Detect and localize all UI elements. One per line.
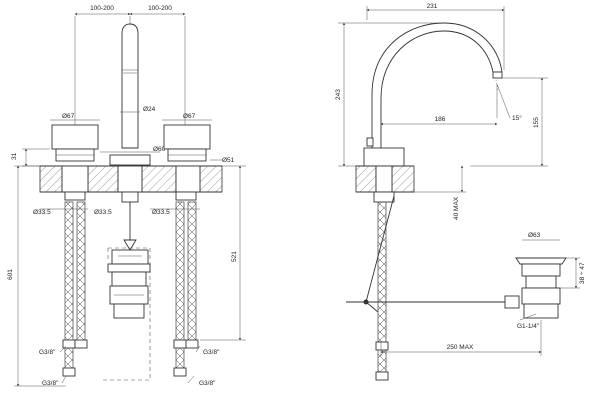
g38-left-lower: G3/8"	[42, 380, 59, 387]
dia-33-5-c: Ø33.5	[152, 209, 170, 216]
dim-38-47-label: 38 ÷ 47	[579, 262, 586, 284]
gooseneck-spout: 15°	[363, 22, 522, 167]
g38-right-upper: G3/8"	[203, 349, 220, 356]
dia-67-right-label: Ø67	[183, 113, 196, 120]
top-spacing-dimension: 100-200 100-200	[74, 5, 186, 125]
dim-521-label: 521	[231, 251, 238, 262]
center-pop-up-and-waste	[100, 202, 151, 381]
dim-155: 155	[470, 77, 548, 167]
dim-31-label: 31	[11, 152, 18, 160]
dim-243: 243	[335, 22, 440, 167]
g38-right-lower: G3/8"	[199, 380, 216, 387]
g38-left-upper: G3/8"	[39, 349, 56, 356]
spout-front: Ø24 Ø60	[100, 23, 166, 166]
dia-24-label: Ø24	[143, 106, 156, 113]
dim-231: 231	[366, 3, 505, 70]
dim-250-max-label: 250 MAX	[447, 344, 474, 351]
dim-40-max-label: 40 MAX	[453, 196, 460, 220]
dia-51-label: Ø51	[222, 157, 235, 164]
dia-60-label: Ø60	[153, 146, 166, 153]
dim-100-200-left: 100-200	[90, 5, 114, 12]
side-view: 231 243 15° 186	[335, 3, 586, 381]
dim-243-label: 243	[335, 89, 342, 100]
thread-labels-front: G3/8" G3/8" G3/8" G3/8"	[39, 345, 220, 387]
dia-33-5-labels: Ø33.5 Ø33.5 Ø33.5	[33, 208, 200, 216]
dim-601: 601	[7, 165, 66, 387]
dim-155-label: 155	[533, 117, 540, 128]
waste-side: Ø63 38 ÷ 47 G1-1/4"	[504, 232, 586, 330]
dia-67-left-label: Ø67	[62, 113, 75, 120]
front-view: 100-200 100-200 Ø24 Ø60 Ø67 Ø67	[7, 5, 246, 387]
right-hoses	[173, 201, 199, 377]
left-hoses	[62, 201, 88, 377]
dim-100-200-right: 100-200	[148, 5, 172, 12]
dim-40-max: 40 MAX	[414, 165, 466, 220]
left-handle: Ø67	[50, 113, 100, 162]
dim-186-label: 186	[435, 116, 446, 123]
angle-15-label: 15°	[512, 114, 522, 122]
countertop-side	[355, 165, 415, 203]
countertop-front	[39, 165, 223, 203]
dia-33-5-a: Ø33.5	[33, 209, 51, 216]
dim-231-label: 231	[427, 3, 438, 10]
side-hoses	[346, 195, 505, 381]
g1-1-4-label: G1-1/4"	[517, 323, 540, 330]
dim-250-max: 250 MAX	[380, 320, 542, 356]
dim-601-label: 601	[7, 269, 14, 280]
right-handle: Ø67 Ø51	[162, 113, 235, 164]
dim-521: 521	[200, 165, 246, 341]
dia-33-5-b: Ø33.5	[94, 209, 112, 216]
dim-186: 186	[380, 116, 498, 126]
dia-63-label: Ø63	[528, 232, 541, 239]
dim-31: 31	[11, 148, 50, 167]
